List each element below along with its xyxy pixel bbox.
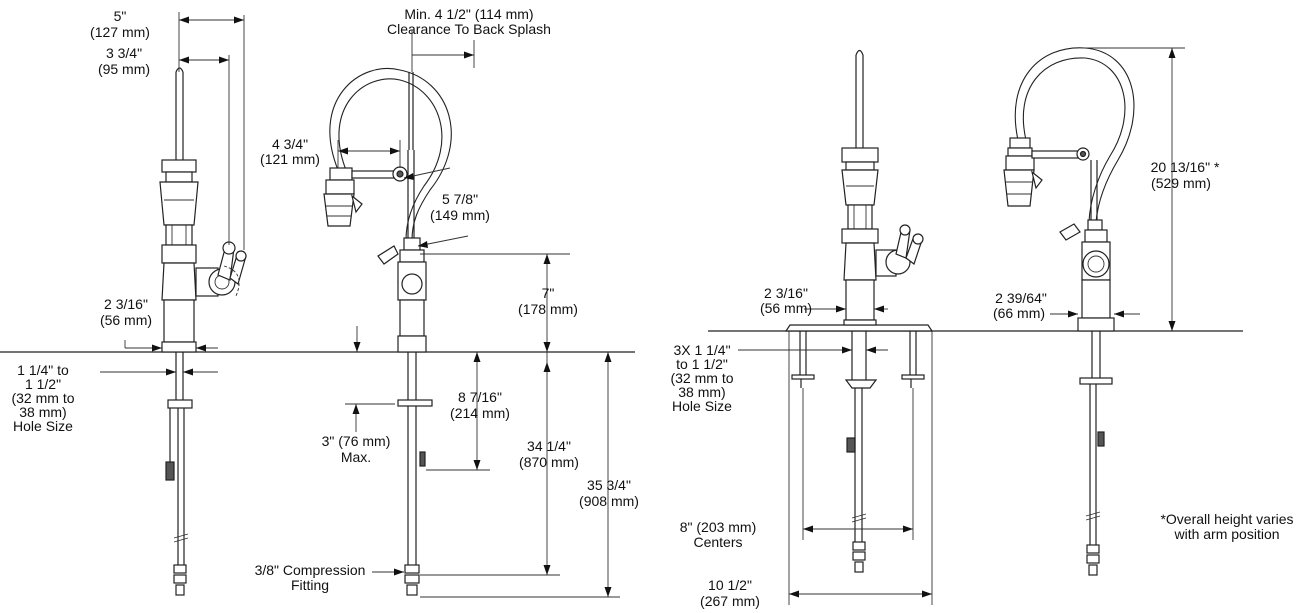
wide-hole-line1: 3X 1 1/4" xyxy=(673,342,730,358)
dim-handle-reach-mm: (95 mm) xyxy=(98,61,150,77)
dim-spray-reach-in: 4 3/4" xyxy=(272,136,308,152)
dim-plate-width-in: 10 1/2" xyxy=(708,577,752,593)
dim-overall-length-mm: (908 mm) xyxy=(579,493,639,509)
dim-deck-thickness: 3" (76 mm) xyxy=(322,433,391,449)
dim-supply-length-mm: (870 mm) xyxy=(519,454,579,470)
dim-arm-length-mm: (149 mm) xyxy=(430,207,490,223)
fitting-line1: 3/8" Compression xyxy=(255,562,366,578)
hole-size-line3: (32 mm to xyxy=(11,390,74,406)
dim-centers: 8" (203 mm) xyxy=(680,519,757,535)
side-view-faucet xyxy=(159,67,247,596)
single-view-faucet xyxy=(1003,47,1135,576)
front-view-labels: Min. 4 1/2" (114 mm) Clearance To Back S… xyxy=(255,6,639,593)
dim-spray-reach-mm: (121 mm) xyxy=(260,151,320,167)
footnote-line2: with arm position xyxy=(1173,526,1279,542)
dim-base-diameter-mm: (56 mm) xyxy=(100,312,152,328)
footnote: *Overall height varies with arm position xyxy=(1160,511,1293,542)
dim-spout-height-in: 7" xyxy=(542,285,555,301)
dim-overall-length-in: 35 3/4" xyxy=(587,477,631,493)
wide-hole-line4: 38 mm) xyxy=(678,384,725,400)
single-view-labels: 20 13/16" * (529 mm) 2 39/64" (66 mm) xyxy=(993,159,1220,321)
dim-single-base-mm: (66 mm) xyxy=(993,305,1045,321)
dim-deck-thickness-max: Max. xyxy=(341,449,371,465)
wide-hole-line3: (32 mm to xyxy=(670,370,733,386)
clearance-line1: Min. 4 1/2" (114 mm) xyxy=(404,6,533,22)
dim-shank-length-mm: (214 mm) xyxy=(450,405,510,421)
widespread-view-labels: 2 3/16" (56 mm) 3X 1 1/4" to 1 1/2" (32 … xyxy=(670,285,812,609)
side-view-dimensions xyxy=(100,12,245,376)
dim-overall-height-mm: (529 mm) xyxy=(1151,175,1211,191)
dim-handle-reach-in: 3 3/4" xyxy=(106,45,142,61)
clearance-line2: Clearance To Back Splash xyxy=(387,21,551,37)
dim-arm-length-in: 5 7/8" xyxy=(442,191,478,207)
dim-spout-height-mm: (178 mm) xyxy=(518,301,578,317)
dim-supply-length-in: 34 1/4" xyxy=(527,438,571,454)
hole-size-line1: 1 1/4" to xyxy=(17,362,69,378)
dim-wide-base-mm: (56 mm) xyxy=(760,300,812,316)
hole-size-line5: Hole Size xyxy=(13,418,73,434)
dim-shank-length-in: 8 7/16" xyxy=(458,389,502,405)
footnote-line1: *Overall height varies xyxy=(1160,511,1293,527)
single-view-dimensions xyxy=(1050,47,1185,331)
hole-size-line2: 1 1/2" xyxy=(25,376,61,392)
dim-plate-width-mm: (267 mm) xyxy=(700,593,760,609)
dim-single-base-in: 2 39/64" xyxy=(995,290,1047,306)
dim-overall-reach-in: 5" xyxy=(114,8,127,24)
dim-centers-label: Centers xyxy=(693,534,742,550)
hole-size-line4: 38 mm) xyxy=(19,404,66,420)
wide-hole-line5: Hole Size xyxy=(672,398,732,414)
dim-overall-height-in: 20 13/16" * xyxy=(1151,159,1220,175)
dim-base-diameter-in: 2 3/16" xyxy=(104,296,148,312)
fitting-line2: Fitting xyxy=(291,577,329,593)
widespread-view-dimensions xyxy=(738,305,933,605)
front-view-faucet xyxy=(323,68,452,596)
front-view-dimensions xyxy=(337,30,620,598)
wide-hole-line2: to 1 1/2" xyxy=(676,356,728,372)
widespread-view-faucet xyxy=(784,49,934,573)
side-view-labels: 5" (127 mm) 3 3/4" (95 mm) 2 3/16" (56 m… xyxy=(11,8,152,434)
dim-overall-reach-mm: (127 mm) xyxy=(90,24,150,40)
dim-wide-base-in: 2 3/16" xyxy=(764,285,808,301)
